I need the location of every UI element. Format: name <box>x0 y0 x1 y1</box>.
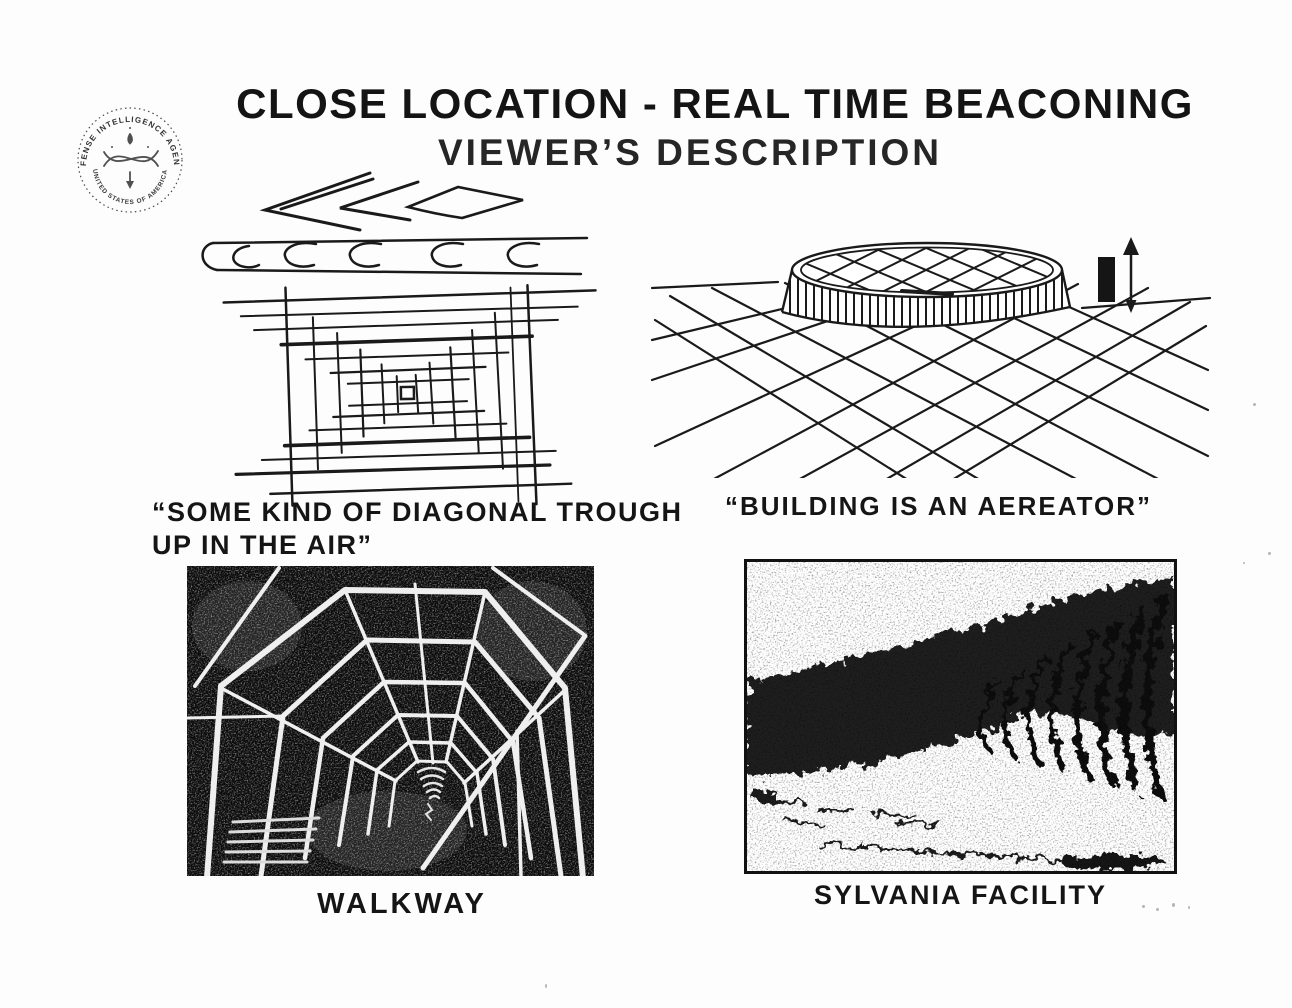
chevron-arrows <box>259 171 524 232</box>
trough-caption-line1: “SOME KIND OF DIAGONAL TROUGH <box>152 497 683 527</box>
seal-emblem <box>103 127 159 189</box>
nested-trough-grid <box>222 284 597 507</box>
seal-outer-dotted-ring <box>77 107 183 213</box>
trough-caption: “SOME KIND OF DIAGONAL TROUGH UP IN THE … <box>152 496 683 562</box>
sylvania-caption: SYLVANIA FACILITY <box>813 880 1107 910</box>
scan-artifact <box>1268 552 1271 555</box>
walkway-photo-graphic <box>187 566 594 876</box>
photo-grain <box>747 562 1174 871</box>
scan-artifact <box>1243 562 1245 564</box>
sylvania-photo <box>744 559 1177 874</box>
aereator-building <box>780 241 1072 329</box>
walkway-photo <box>187 566 594 876</box>
walkway-arch-ribs <box>187 566 588 876</box>
trough-sketch-graphic <box>201 171 597 507</box>
page-subtitle: VIEWER’S DESCRIPTION <box>437 132 943 173</box>
monolith <box>1098 257 1115 302</box>
scan-artifact <box>1188 906 1190 909</box>
dia-seal-graphic: DEFENSE INTELLIGENCE AGENCY UNITED STATE… <box>74 104 183 213</box>
aereator-caption: “BUILDING IS AN AEREATOR” <box>725 491 1153 521</box>
sylvania-photo-graphic <box>747 562 1174 871</box>
scan-artifact <box>1172 903 1175 907</box>
scan-artifact <box>1253 403 1256 406</box>
scan-artifact <box>1142 905 1145 908</box>
aereator-sketch-graphic <box>650 237 1212 478</box>
trough-sketch <box>185 168 625 508</box>
walkway-far-end-ribs <box>416 766 447 821</box>
scan-artifact <box>545 984 547 988</box>
trough-tube <box>201 236 589 276</box>
page-title: CLOSE LOCATION - REAL TIME BEACONING <box>236 80 1194 127</box>
dia-seal: DEFENSE INTELLIGENCE AGENCY UNITED STATE… <box>74 104 186 216</box>
scan-artifact <box>1156 908 1159 911</box>
walkway-floor-slats <box>222 816 321 864</box>
walkway-caption: WALKWAY <box>317 888 487 920</box>
aereator-sketch <box>650 228 1212 478</box>
height-arrow <box>1123 237 1139 313</box>
trough-caption-line2: UP IN THE AIR” <box>152 530 373 560</box>
